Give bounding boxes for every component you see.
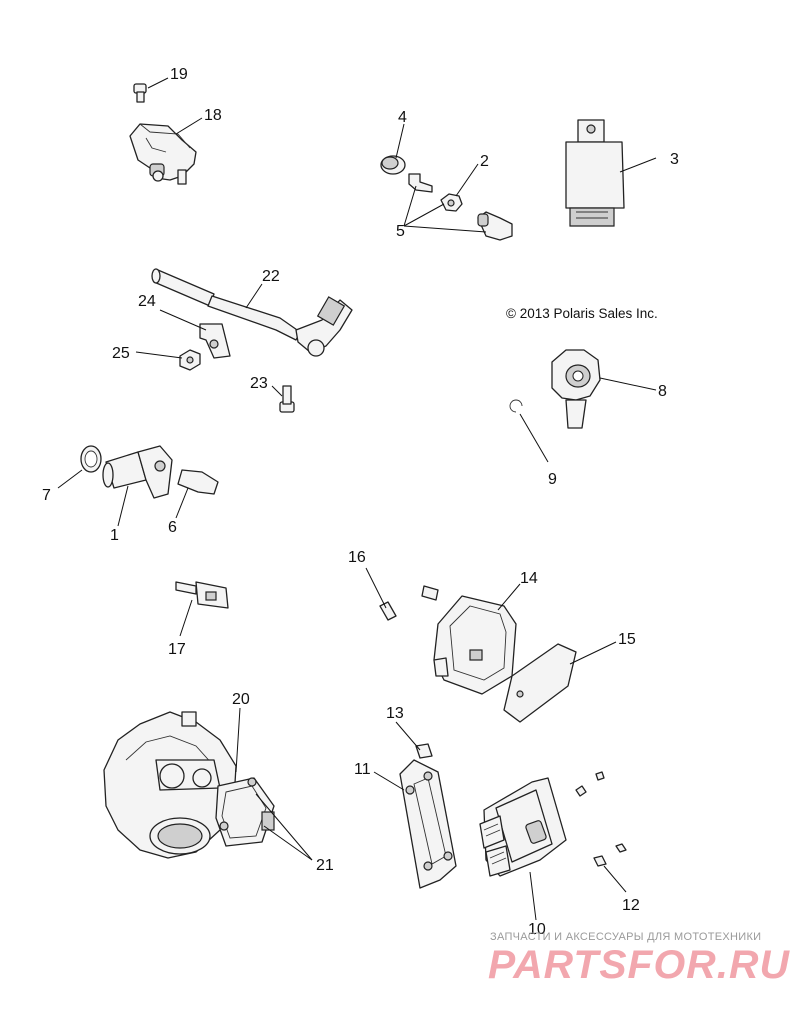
part-8-knock-sensor[interactable] <box>551 349 601 429</box>
callout-14: 14 <box>520 570 538 587</box>
callout-16: 16 <box>348 549 366 566</box>
callout-25: 25 <box>112 345 130 362</box>
callout-17: 17 <box>168 641 186 658</box>
part-4-cap[interactable] <box>380 155 406 175</box>
part-10-ecu[interactable] <box>479 777 567 877</box>
callout-24: 24 <box>138 293 156 310</box>
callout-7: 7 <box>42 487 51 504</box>
callout-23: 23 <box>250 375 268 392</box>
part-20-throttle-body[interactable] <box>103 711 237 859</box>
watermark-tagline: ЗАПЧАСТИ И АКСЕССУАРЫ ДЛЯ МОТОТЕХНИКИ <box>490 931 761 943</box>
callout-8: 8 <box>658 383 667 400</box>
part-9-clip[interactable] <box>509 399 523 413</box>
callout-10: 10 <box>528 921 546 938</box>
callout-15: 15 <box>618 631 636 648</box>
watermark: ЗАПЧАСТИ И АКСЕССУАРЫ ДЛЯ МОТОТЕХНИКИ PA… <box>488 931 790 987</box>
part-11-bracket[interactable] <box>399 759 457 889</box>
callout-1: 1 <box>110 527 119 544</box>
part-24-bracket[interactable] <box>199 323 231 359</box>
part-6-bolt[interactable] <box>177 469 219 495</box>
part-18-map-sensor[interactable] <box>129 123 197 185</box>
part-23-bolt[interactable] <box>279 385 295 413</box>
part-14-ecu-bracket[interactable] <box>433 595 517 695</box>
callout-21: 21 <box>316 857 334 874</box>
part-7-o-ring[interactable] <box>80 445 102 473</box>
callout-20: 20 <box>232 691 250 708</box>
part-15-pad[interactable] <box>503 643 577 723</box>
part-5-sensor[interactable] <box>477 211 513 241</box>
callout-9: 9 <box>548 471 557 488</box>
callout-18: 18 <box>204 107 222 124</box>
part-19-bolt[interactable] <box>133 83 147 103</box>
callout-3: 3 <box>670 151 679 168</box>
part-5-clip[interactable] <box>408 173 433 193</box>
callout-19: 19 <box>170 66 188 83</box>
callout-13: 13 <box>386 705 404 722</box>
callout-labels: 19 18 4 2 3 5 22 24 25 23 8 9 7 1 6 17 1… <box>42 66 679 938</box>
callout-22: 22 <box>262 268 280 285</box>
callout-12: 12 <box>622 897 640 914</box>
part-21-tps-sensor[interactable] <box>215 777 275 847</box>
watermark-brand: PARTSFOR.RU <box>488 943 790 987</box>
leader-lines <box>57 77 657 921</box>
part-3-relay-module[interactable] <box>565 119 625 227</box>
part-16-bolt[interactable] <box>379 585 439 621</box>
callout-5: 5 <box>396 223 405 240</box>
part-2-nut[interactable] <box>440 193 463 212</box>
callout-11: 11 <box>354 761 371 778</box>
part-25-nut[interactable] <box>179 349 201 371</box>
callout-2: 2 <box>480 153 489 170</box>
copyright-text: © 2013 Polaris Sales Inc. <box>506 306 658 321</box>
part-13-bolt[interactable] <box>415 743 433 759</box>
part-12-screws[interactable] <box>575 771 627 867</box>
callout-4: 4 <box>398 109 407 126</box>
part-22-cps-harness[interactable] <box>151 268 353 357</box>
part-1-cam-sensor[interactable] <box>102 445 173 499</box>
callout-6: 6 <box>168 519 177 536</box>
part-17-temp-sensor[interactable] <box>175 581 229 609</box>
